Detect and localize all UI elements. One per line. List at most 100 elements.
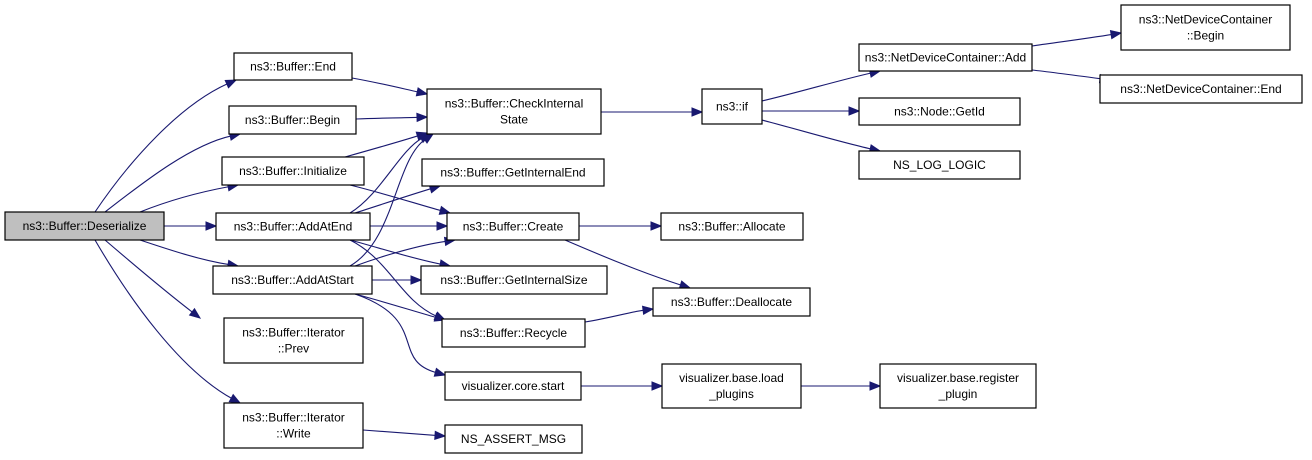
node-box[interactable] [233,52,353,81]
node-box[interactable] [4,211,165,241]
node-iterwrite[interactable]: ns3::Buffer::Iterator::Write [223,402,364,449]
node-box[interactable] [858,97,1021,126]
edge-line [1031,69,1102,80]
edge-line [94,239,233,400]
node-registerplugin[interactable]: visualizer.base.register_plugin [879,363,1037,409]
node-box[interactable] [652,287,811,317]
node-label: ns3::NetDeviceContainer [1139,13,1272,27]
arrowhead-icon [188,307,202,319]
edge-line [351,77,419,93]
node-box[interactable] [879,363,1037,409]
edge-line [362,429,437,436]
arrowhead-icon [436,221,449,231]
node-box[interactable] [660,212,804,241]
edge-line [94,83,229,213]
node-label: ns3::Buffer::Begin [245,113,340,127]
edge-line [354,240,447,267]
edge-line [104,239,194,313]
node-label: ns3::NetDeviceContainer::Add [865,51,1026,65]
arrowhead-icon [691,107,704,117]
node-label: ns3::Buffer::Iterator [242,326,345,340]
edge-line [761,72,872,102]
node-box[interactable] [223,402,364,449]
node-box[interactable] [441,318,586,348]
edge-create-to-allocate [579,221,663,231]
edge-line [761,119,872,150]
edge-line [349,137,423,214]
node-create[interactable]: ns3::Buffer::Create [446,212,580,241]
node-label: _plugins [708,387,754,401]
node-iterprev[interactable]: ns3::Buffer::Iterator::Prev [223,317,364,364]
node-box[interactable] [446,212,580,241]
node-box[interactable] [228,105,357,135]
node-label: ns3::Buffer::Deallocate [671,295,793,309]
node-box[interactable] [420,265,608,295]
node-box[interactable] [426,88,602,135]
node-addatend[interactable]: ns3::Buffer::AddAtEnd [215,212,371,241]
node-box[interactable] [221,156,365,186]
node-ndcbegin[interactable]: ns3::NetDeviceContainer::Begin [1120,4,1291,51]
node-initialize[interactable]: ns3::Buffer::Initialize [221,156,365,186]
node-label: ns3::Buffer::Iterator [242,411,345,425]
node-nsif[interactable]: ns3::if [701,88,763,125]
arrowhead-icon [410,275,423,285]
edge-line [349,184,442,212]
node-box[interactable] [858,43,1033,72]
node-label: ns3::if [716,100,749,114]
node-loglogic[interactable]: NS_LOG_LOGIC [858,150,1021,180]
node-deallocate[interactable]: ns3::Buffer::Deallocate [652,287,811,317]
node-getinternalsize[interactable]: ns3::Buffer::GetInternalSize [420,265,608,295]
edge-addatend-to-create [370,221,449,231]
node-recycle[interactable]: ns3::Buffer::Recycle [441,318,586,348]
edge-deserialize-to-addatend [164,221,218,231]
node-corestart[interactable]: visualizer.core.start [444,371,582,401]
node-box[interactable] [212,265,373,295]
node-begin[interactable]: ns3::Buffer::Begin [228,105,357,135]
node-label: _plugin [938,387,978,401]
node-end[interactable]: ns3::Buffer::End [233,52,353,81]
node-box[interactable] [701,88,763,125]
node-label: ns3::Buffer::AddAtEnd [234,220,353,234]
node-addatstart[interactable]: ns3::Buffer::AddAtStart [212,265,373,295]
node-loadplugins[interactable]: visualizer.base.load_plugins [661,363,802,409]
edge-loadplugins-to-registerplugin [801,381,882,391]
edge-line [584,309,645,323]
edge-line [354,293,437,374]
node-box[interactable] [444,424,583,454]
arrowhead-icon [438,205,452,215]
edge-deserialize-to-iterwrite [94,239,242,404]
node-label: ns3::Buffer::Allocate [678,220,786,234]
arrowhead-icon [421,133,435,144]
edge-line [355,116,419,120]
node-allocate[interactable]: ns3::Buffer::Allocate [660,212,804,241]
node-ndcend[interactable]: ns3::NetDeviceContainer::End [1099,74,1303,104]
node-deserialize[interactable]: ns3::Buffer::Deserialize [4,211,165,241]
node-box[interactable] [421,158,605,187]
arrowhead-icon [641,305,655,316]
edge-deserialize-to-addatstart [139,239,240,270]
node-box[interactable] [1099,74,1303,104]
edge-line [139,186,230,213]
node-getinternalend[interactable]: ns3::Buffer::GetInternalEnd [421,158,605,187]
node-label: ns3::Buffer::End [250,60,336,74]
node-box[interactable] [661,363,802,409]
node-label: NS_LOG_LOGIC [893,158,986,172]
edge-ndcadd-to-ndcend [1031,69,1112,84]
arrowhead-icon [650,221,663,231]
node-getid[interactable]: ns3::Node::GetId [858,97,1021,126]
node-box[interactable] [223,317,364,364]
node-box[interactable] [215,212,371,241]
node-ndcadd[interactable]: ns3::NetDeviceContainer::Add [858,43,1033,72]
node-assertmsg[interactable]: NS_ASSERT_MSG [444,424,583,454]
arrowhead-icon [228,393,242,404]
node-box[interactable] [1120,4,1291,51]
edge-addatstart-to-recycle [354,293,447,322]
edge-end-to-checkstate [351,77,429,97]
edge-checkstate-to-nsif [601,107,704,117]
arrowhead-icon [416,112,429,123]
node-box[interactable] [858,150,1021,180]
node-box[interactable] [444,371,582,401]
edge-addatstart-to-create [354,236,457,267]
node-label: ns3::NetDeviceContainer::End [1120,82,1281,96]
